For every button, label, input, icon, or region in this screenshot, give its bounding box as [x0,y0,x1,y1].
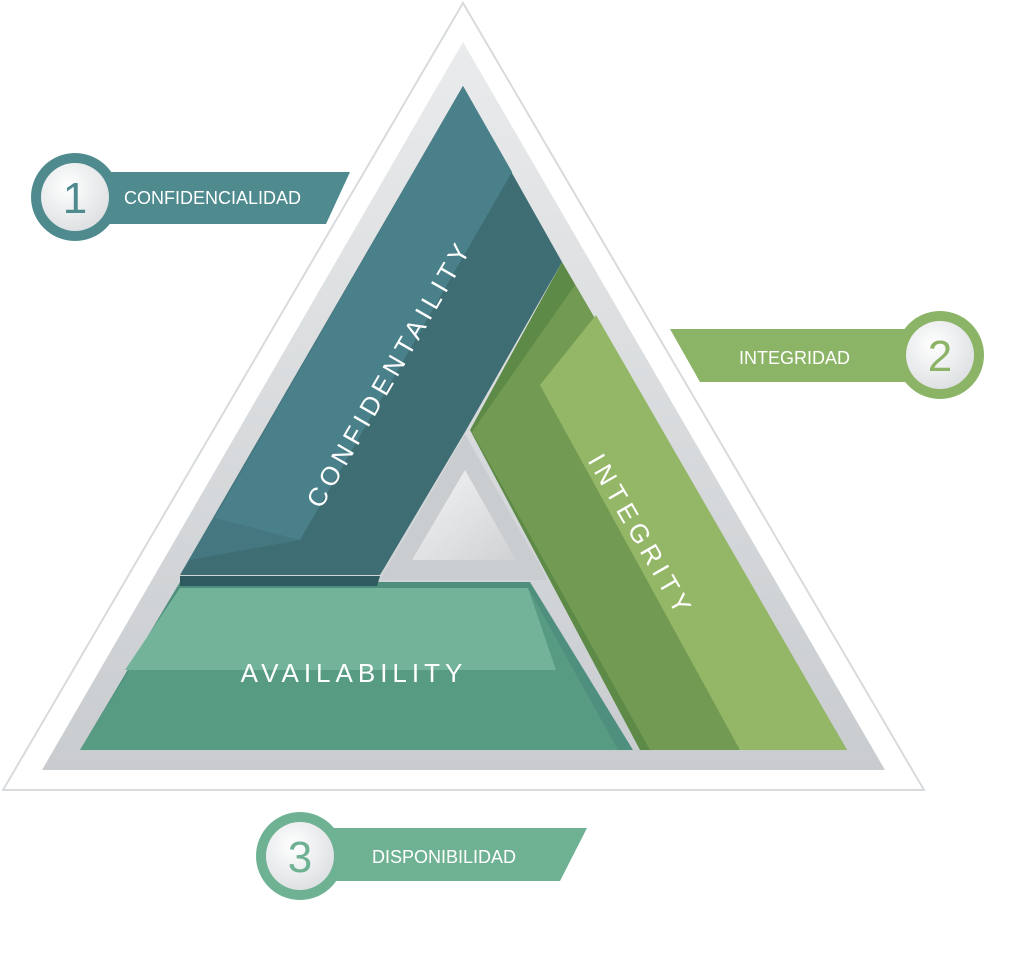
confidentiality-segment [180,86,562,575]
availability-label: AVAILABILITY [241,658,468,688]
callout-3-number: 3 [288,833,312,882]
center-triangle [412,470,516,560]
availability-segment [80,576,633,750]
callout-disponibilidad: 3 DISPONIBILIDAD [256,812,587,900]
callout-1-label: CONFIDENCIALIDAD [124,188,301,208]
callout-confidencialidad: 1 CONFIDENCIALIDAD [31,153,350,241]
callout-2-number: 2 [928,332,952,381]
integrity-segment [470,262,847,750]
callout-3-label: DISPONIBILIDAD [372,847,516,867]
callout-integridad: 2 INTEGRIDAD [670,311,984,399]
callout-2-label: INTEGRIDAD [739,348,850,368]
callout-1-number: 1 [63,174,87,223]
